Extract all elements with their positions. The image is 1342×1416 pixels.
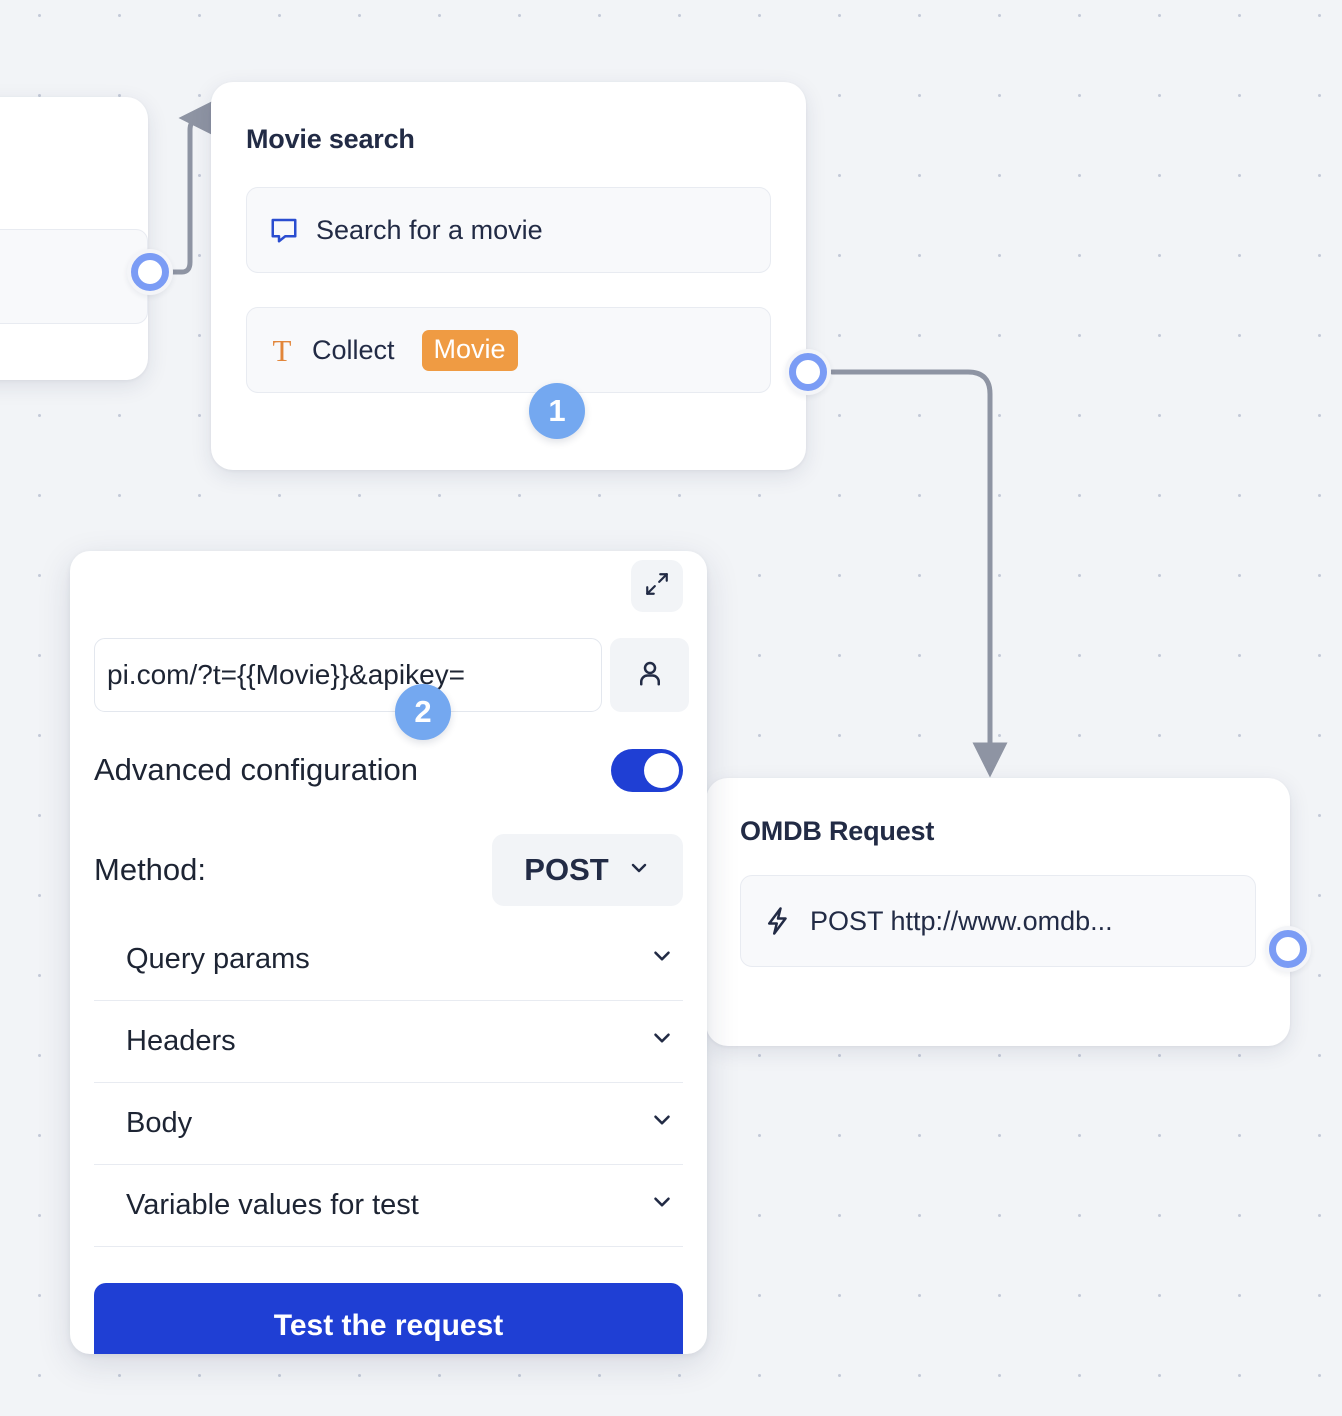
node-omdb-title: OMDB Request [740, 816, 935, 846]
request-url-input[interactable]: pi.com/?t={{Movie}}&apikey= [94, 638, 602, 712]
config-sections: Query params Headers Body [94, 919, 683, 1247]
section-body[interactable]: Body [94, 1083, 683, 1165]
section-headers[interactable]: Headers [94, 1001, 683, 1083]
node-row-collect-movie[interactable]: T Collect Movie [246, 307, 771, 393]
method-value: POST [524, 852, 609, 887]
request-config-panel[interactable]: pi.com/?t={{Movie}}&apikey= Advanced con… [70, 551, 707, 1354]
advanced-configuration-label: Advanced configuration [94, 752, 419, 787]
step-badge-2: 2 [395, 684, 451, 740]
port-omdb-output[interactable] [1265, 926, 1311, 972]
port-movie-search-output[interactable] [785, 349, 831, 395]
advanced-configuration-toggle[interactable] [611, 748, 683, 792]
step-badge-1: 1 [529, 383, 585, 439]
method-label: Method: [94, 852, 207, 887]
section-label: Query params [126, 943, 310, 975]
test-the-request-button[interactable]: Test the request [94, 1283, 683, 1354]
toggle-knob [644, 752, 679, 788]
section-label: Headers [126, 1025, 236, 1057]
port-previous-output[interactable] [127, 249, 173, 295]
advanced-configuration-row: Advanced configuration [94, 741, 683, 799]
node-row-search-for-a-movie[interactable]: Search for a movie [246, 187, 771, 273]
expand-panel-button[interactable] [631, 560, 683, 612]
url-auth-button[interactable] [610, 638, 689, 712]
text-t-icon: T [272, 332, 292, 368]
chevron-down-icon [649, 1025, 675, 1059]
chevron-down-icon [649, 943, 675, 977]
previous-node-row[interactable] [0, 229, 148, 324]
person-icon [635, 658, 665, 693]
lightning-bolt-icon [763, 906, 793, 936]
node-row-label: Collect [312, 334, 395, 365]
expand-diagonal-icon [644, 571, 670, 602]
section-query-params[interactable]: Query params [94, 919, 683, 1001]
node-movie-search-title: Movie search [246, 124, 415, 154]
chevron-down-icon [627, 852, 651, 888]
section-label: Body [126, 1107, 193, 1139]
url-row: pi.com/?t={{Movie}}&apikey= [94, 638, 689, 712]
section-label: Variable values for test [126, 1189, 419, 1221]
method-row: Method: POST [94, 834, 683, 906]
section-variable-values-for-test[interactable]: Variable values for test [94, 1165, 683, 1247]
node-row-omdb-post[interactable]: POST http://www.omdb... [740, 875, 1256, 967]
speech-bubble-icon [269, 215, 299, 245]
node-omdb-request[interactable]: OMDB Request POST http://www.omdb... [691, 778, 1290, 1046]
variable-chip-movie[interactable]: Movie [421, 329, 518, 371]
node-row-label: POST http://www.omdb... [810, 905, 1113, 936]
node-row-label: Search for a movie [316, 214, 543, 245]
chevron-down-icon [649, 1107, 675, 1141]
chevron-down-icon [649, 1189, 675, 1223]
method-select[interactable]: POST [492, 834, 683, 906]
node-movie-search[interactable]: Movie search Search for a movie T Collec… [211, 82, 806, 470]
previous-node[interactable] [0, 97, 148, 380]
